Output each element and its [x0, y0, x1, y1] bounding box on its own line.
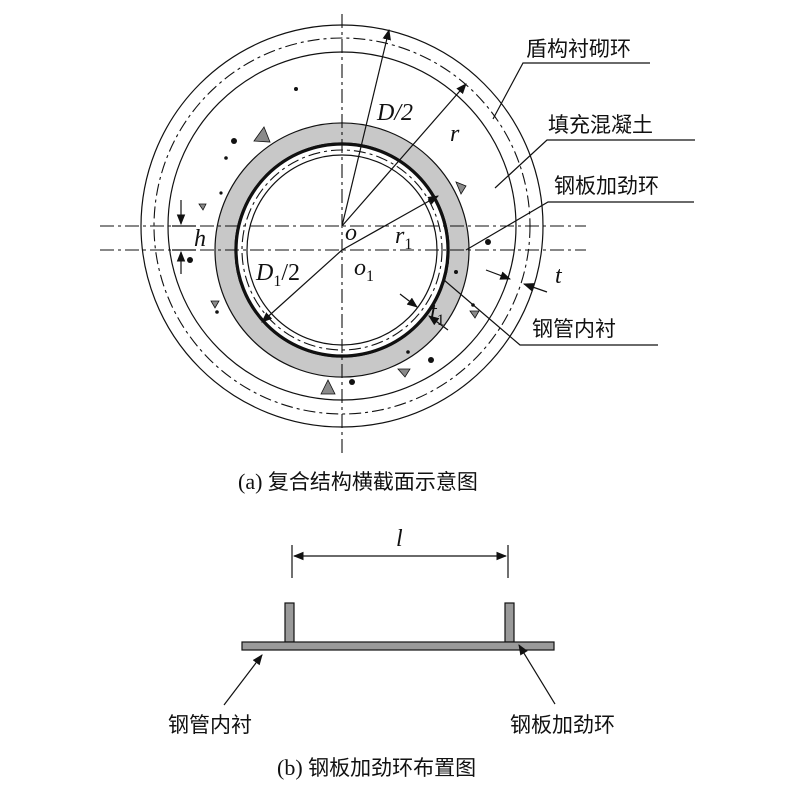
r-dimension-line	[341, 83, 467, 227]
stiffener-layout-diagram: l 钢管内衬 钢板加劲环	[168, 526, 615, 737]
infill-concrete-leader	[494, 139, 695, 189]
t1-outer-arrow	[399, 293, 418, 308]
infill-concrete-label: 填充混凝土	[548, 113, 653, 137]
h-label: h	[194, 226, 206, 252]
r1-label: r1	[395, 223, 412, 253]
bottom-stiffener-label: 钢板加劲环	[510, 713, 615, 737]
steel-lining-label: 钢管内衬	[532, 317, 616, 341]
D-half-dimension-line	[341, 28, 391, 227]
stiffener-plate-right	[504, 602, 515, 643]
t-outer-arrow	[485, 269, 512, 280]
steel-lining-plate	[241, 641, 555, 651]
caption-b: (b) 钢板加劲环布置图	[277, 755, 476, 780]
stiffener-arrow	[518, 644, 556, 705]
o1-label: o1	[354, 255, 374, 285]
r1-dimension-line	[341, 195, 439, 251]
D-half-label: D/2	[376, 100, 413, 126]
bottom-lining-label: 钢管内衬	[168, 713, 252, 737]
r-label: r	[450, 121, 460, 147]
shield-lining-leader	[492, 62, 650, 120]
t-inner-arrow	[522, 283, 548, 293]
l-label: l	[396, 526, 403, 552]
t1-inner-arrow	[428, 315, 449, 331]
lining-arrow	[223, 654, 263, 706]
steel-stiffener-leader	[465, 201, 694, 251]
D1-half-label: D1/2	[255, 260, 300, 290]
t-label: t	[555, 263, 563, 289]
caption-a: (a) 复合结构横截面示意图	[238, 469, 478, 494]
stiffener-plate-left	[284, 602, 295, 643]
o-label: o	[345, 220, 357, 246]
steel-lining-leader	[443, 279, 658, 346]
steel-stiffener-label: 钢板加劲环	[554, 174, 659, 198]
aggregate-particles	[187, 87, 491, 385]
cross-section-diagram: D/2 r o o1 r1 D1/2 h t t1 盾构衬砌环 填充混凝土	[100, 14, 695, 456]
shield-lining-label: 盾构衬砌环	[526, 37, 631, 61]
aggregate-triangles	[198, 126, 480, 395]
t1-label: t1	[430, 299, 445, 329]
D1-half-dimension-line	[261, 249, 343, 323]
